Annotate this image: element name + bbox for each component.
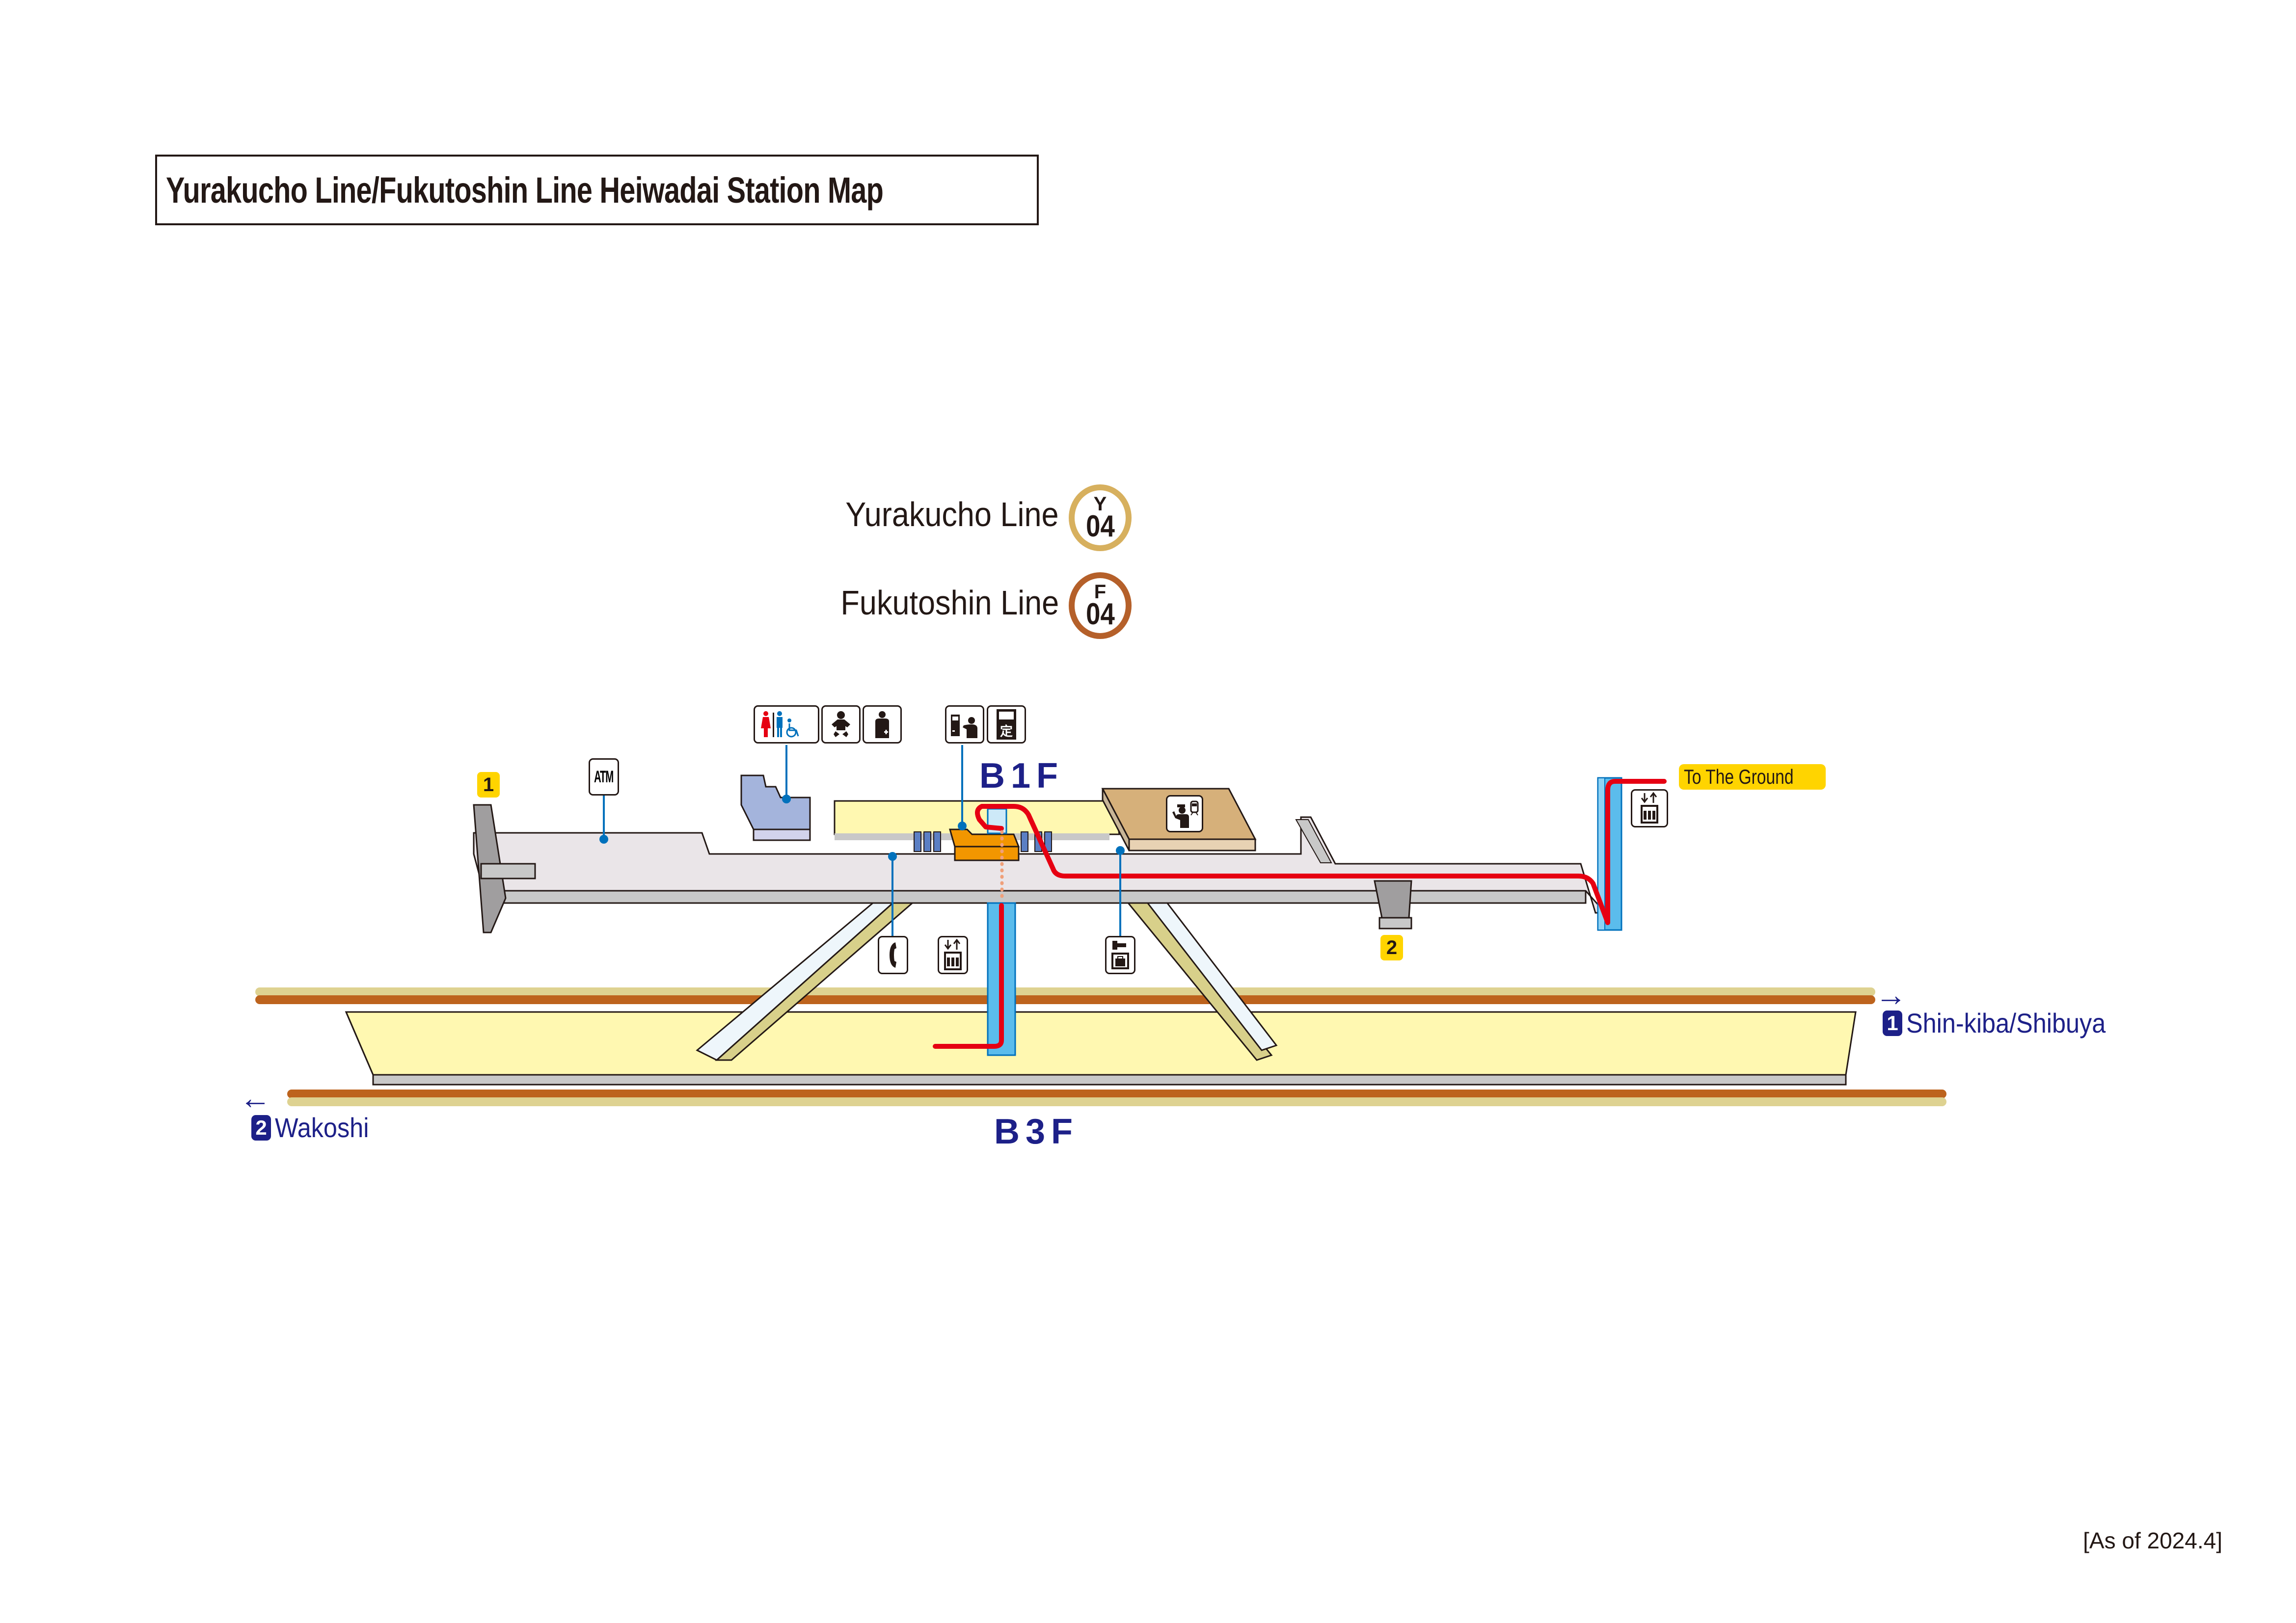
atm-label: ATM [594,767,614,786]
track-lower [287,1090,1946,1106]
coin-locker-glyph-icon [1111,941,1129,969]
track-number-2: 2 [251,1115,271,1141]
atm-icon[interactable]: ATM [589,758,619,796]
fukutoshin-station-number-badge: F 04 [1069,572,1132,639]
restroom-glyph-icon [761,711,799,738]
track-upper [255,987,1875,1004]
baby-changing-icon[interactable] [821,705,861,744]
accessible-route [933,779,1667,1049]
fukutoshin-station-number: 04 [1085,597,1115,632]
station-staff-glyph-icon [1172,800,1199,828]
telephone-glyph-icon [890,942,896,968]
fukutoshin-line-label: Fukutoshin Line [840,584,1059,622]
direction-shin-kiba-shibuya: 1 Shin-kiba/Shibuya [1883,1007,2128,1039]
telephone-icon[interactable] [878,936,908,974]
elevator-glyph-icon [944,939,962,970]
leader-lines [599,745,1125,936]
yurakucho-line-label: Yurakucho Line [845,495,1059,533]
track-number-1: 1 [1883,1010,1902,1036]
ticket-office-block [949,828,1020,861]
commuter-pass-icon[interactable]: 定 [987,705,1026,744]
exit-1-stairs [473,804,536,933]
yurakucho-line-letter: Y [1093,493,1107,515]
first-aid-glyph-icon [875,711,889,738]
page-title: Yurakucho Line/Fukutoshin Line Heiwadai … [166,169,884,211]
direction-wakoshi: 2 Wakoshi [251,1112,379,1144]
elevator-glyph-icon-right [1641,792,1658,824]
coin-locker-icon[interactable] [1105,936,1135,974]
station-office-icon[interactable] [1166,795,1203,832]
to-the-ground-label: To The Ground [1684,765,1794,788]
baby-glyph-icon [832,711,850,737]
yurakucho-station-number: 04 [1085,509,1115,544]
ticket-gates-left [914,831,941,852]
map-title-box: Yurakucho Line/Fukutoshin Line Heiwadai … [155,155,1039,225]
first-aid-room-icon[interactable] [863,705,902,744]
floor-label-b3f: B3F [994,1112,1079,1151]
concourse-b1f [473,816,1607,914]
elevator-icon-right[interactable] [1631,789,1668,827]
direction-label-1: Shin-kiba/Shibuya [1906,1008,2106,1038]
restroom-icon[interactable] [754,705,819,744]
arrow-left-icon: ← [240,1080,271,1116]
ticket-machine-icon[interactable] [945,705,984,744]
ticket-machine-glyph-icon [951,715,977,738]
platform-b3f [345,1011,1857,1086]
direction-label-2: Wakoshi [275,1112,369,1143]
pass-card-glyph: 定 [997,709,1016,740]
elevator-icon[interactable] [938,936,968,974]
floor-label-b1f: B1F [979,756,1064,796]
exit-2-badge[interactable]: 2 [1380,935,1403,960]
exit-2-stairs [1374,880,1412,930]
fukutoshin-line-letter: F [1094,581,1107,603]
to-the-ground-badge: To The Ground [1679,764,1826,790]
exit-1-badge[interactable]: 1 [477,772,500,798]
pass-kanji: 定 [999,724,1013,739]
arrow-right-icon: → [1875,977,1907,1012]
restroom-block [740,774,811,841]
as-of-date: [As of 2024.4] [2083,1528,2222,1553]
